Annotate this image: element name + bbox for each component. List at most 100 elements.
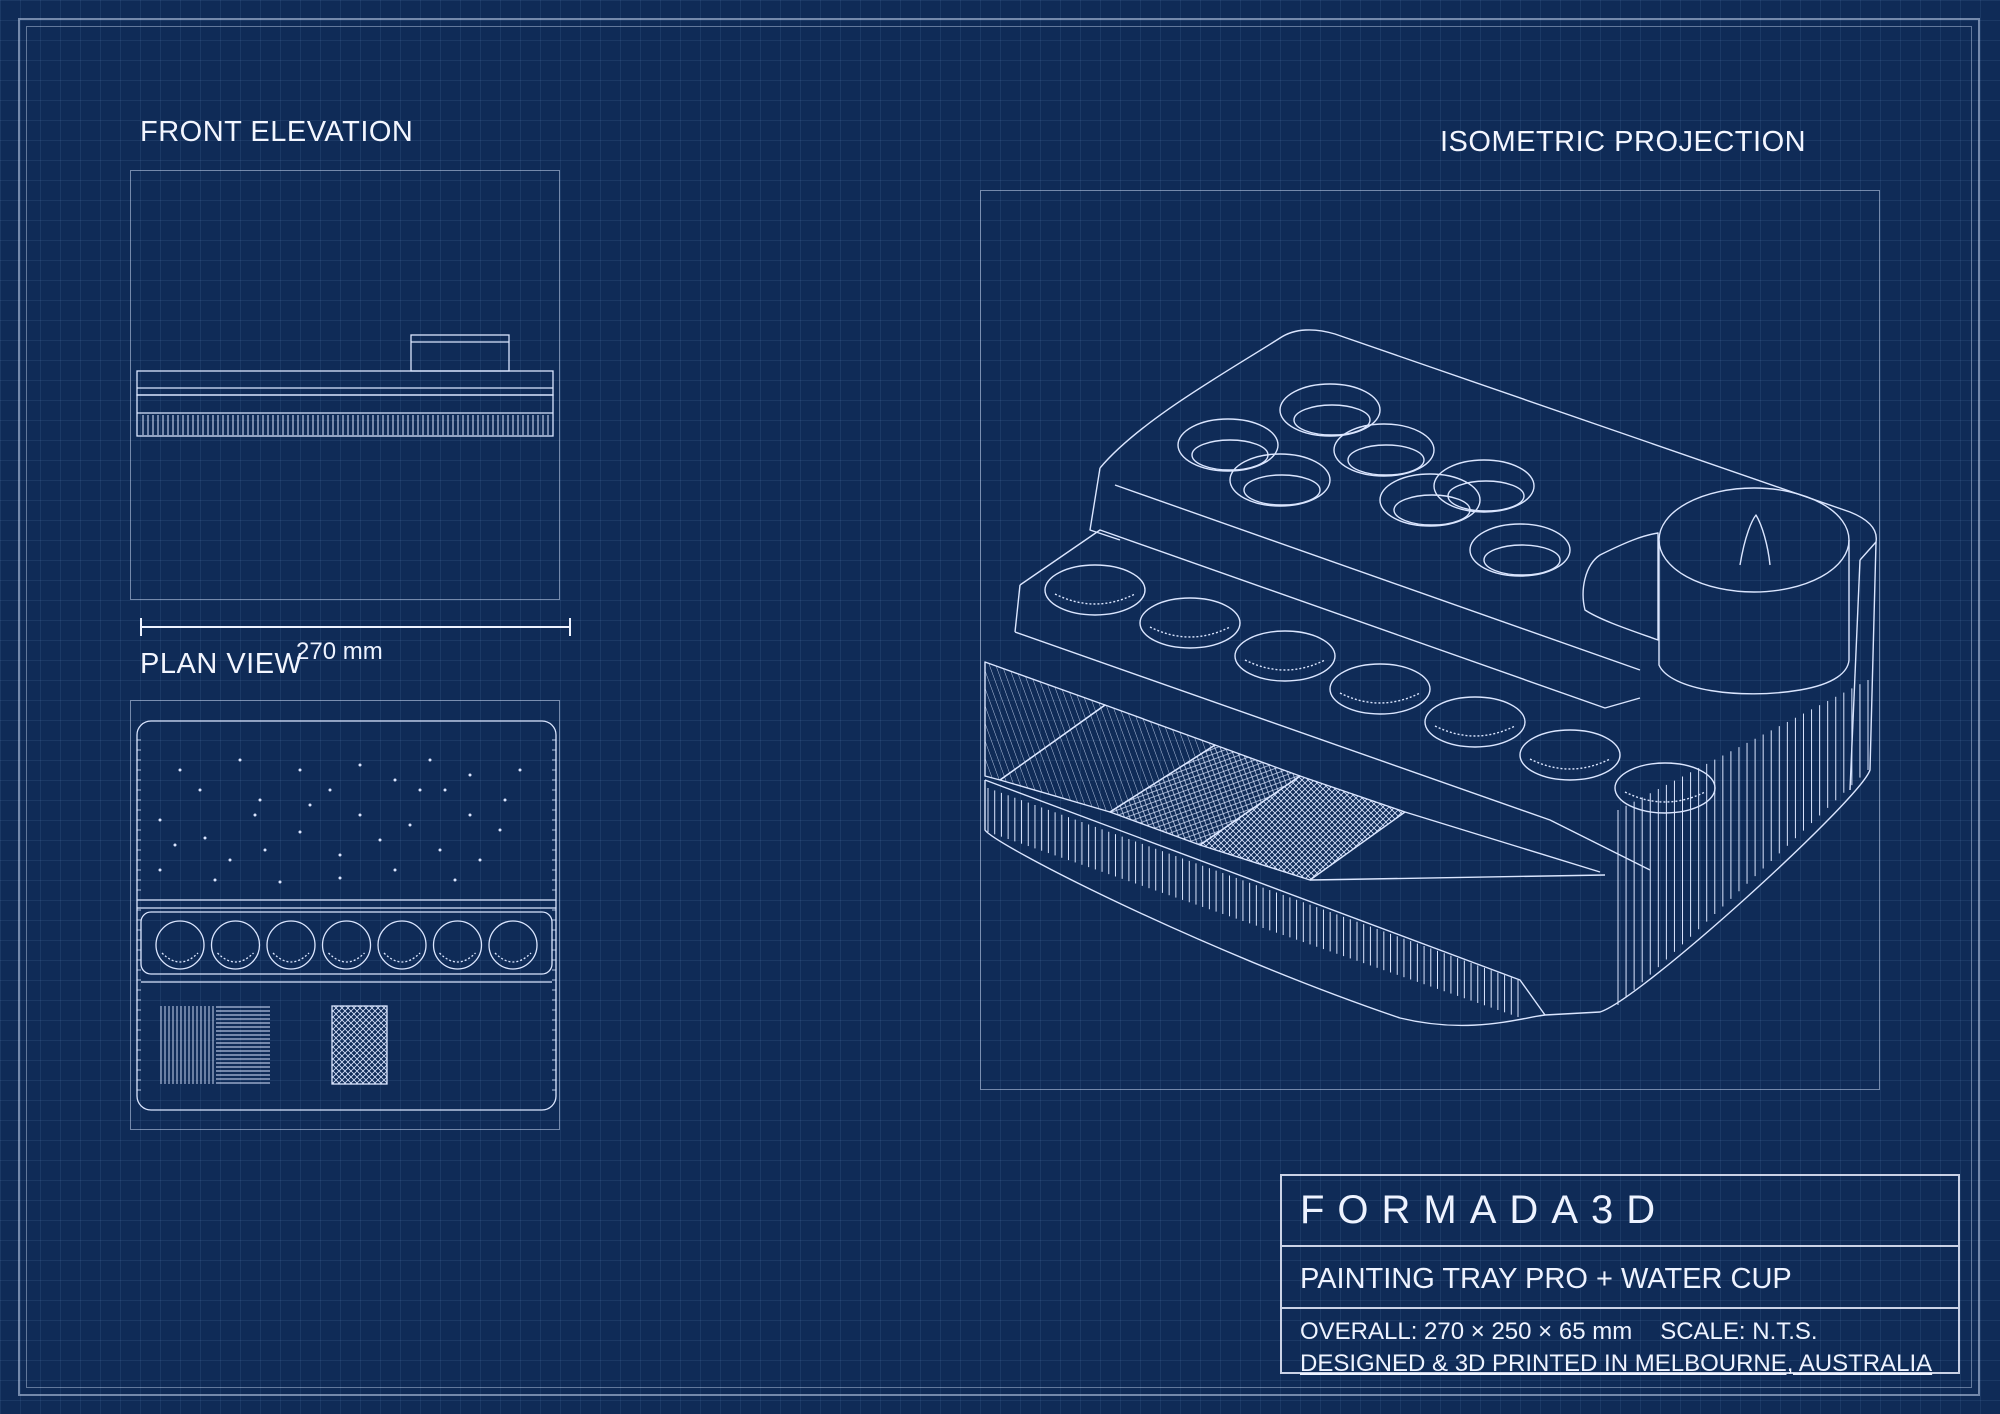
sheet-outer-border [18,18,1980,1396]
well-dot [453,878,457,882]
tray-right-wall [1544,541,1877,1016]
well-dot [203,836,207,840]
product-name: PAINTING TRAY PRO + WATER CUP [1300,1263,1792,1295]
paint-well [1433,459,1535,513]
front-wall-ribs [987,788,1519,1017]
well-dot [443,788,447,792]
tray-front-top [984,779,1546,1016]
palette-well [1139,597,1241,649]
palette-well [1329,663,1431,715]
overall-dimensions: OVERALL: 270 × 250 × 65 mm [1300,1318,1633,1345]
drawing-scale: SCALE: N.T.S. [1660,1318,1818,1345]
palette-well-shade [272,952,310,963]
well-dot [278,880,282,884]
isometric-drawing [984,329,1877,1027]
palette-well-shade [439,952,476,963]
width-dimension-line [140,618,571,636]
water-cup-profile [410,334,510,372]
width-dimension-label: 270 mm [296,638,383,665]
title-block: FORMADA3D PAINTING TRAY PRO + WATER CUP … [1280,1174,1960,1377]
well-dot [228,858,232,862]
well-dot [158,868,162,872]
well-dot [253,813,257,817]
upper-tier-top [1099,329,1877,561]
tray-base-profile [136,394,554,437]
paint-well-inner [1347,444,1425,476]
well-dot [338,876,342,880]
well-dot [393,868,397,872]
palette-well-shade [1149,626,1231,638]
well-dot [428,758,432,762]
brand-name: FORMADA3D [1300,1188,1669,1232]
palette-well-shade [1434,725,1516,737]
paint-well-inner [1483,544,1561,576]
paint-well-inner [1191,439,1269,471]
well-dot [298,768,302,772]
mesh-pad [331,1005,388,1085]
front-elevation-frame [130,170,560,600]
palette-well-shade [217,952,254,963]
front-elevation-drawing [136,334,554,437]
palette-well-shade [1054,593,1136,605]
paint-well [1469,523,1571,577]
palette-well [432,920,483,970]
palette-well-shade [1624,791,1706,803]
tray-outline-top [136,720,557,1111]
tray-edge-ticks [137,739,556,1091]
deck-front-edge [1014,631,1651,871]
palette-well-shade [494,952,532,963]
palette-well [1519,729,1621,781]
well-dot [213,878,217,882]
palette-well [1424,696,1526,748]
well-dot [408,823,412,827]
paint-well [1279,383,1381,437]
brush-comb-vertical [160,1006,214,1084]
palette-well [155,920,205,970]
well-dot [238,758,242,762]
well-dot [358,813,362,817]
paint-well [1177,418,1279,472]
tray-front-wall [984,780,1546,1027]
palette-well-shade [328,952,365,963]
well-dot [308,803,312,807]
well-dot [173,843,177,847]
brush-comb-horizontal [216,1006,270,1084]
front-elevation-title: FRONT ELEVATION [140,116,414,148]
well-dot [498,828,502,832]
well-dot [418,788,422,792]
paint-well [1379,473,1481,527]
plan-view-frame [130,700,560,1130]
well-dot [393,778,397,782]
well-dot [468,813,472,817]
deck-groove [1404,811,1601,873]
upper-tier-groove [1114,484,1641,671]
palette-well-shade [1244,659,1326,671]
paint-well-inner [1293,404,1371,436]
isometric-title: ISOMETRIC PROJECTION [1440,126,1807,158]
brush-texture-pads [984,661,1606,881]
palette-row-wells [1044,564,1716,814]
upper-tier-front [1089,467,1121,541]
plan-view-title: PLAN VIEW [140,648,303,680]
palette-well-shade [1339,692,1421,704]
palette-well [321,920,372,970]
palette-well [1614,762,1716,814]
upper-well-dots [158,758,522,884]
paint-well-inner [1393,494,1471,526]
lower-deck-top [1019,529,1641,709]
well-dot [328,788,332,792]
tray-ribs [142,415,549,435]
tray-upper-profile [136,370,554,396]
well-dot [518,768,522,772]
plan-view-drawing [136,720,557,1111]
paint-well [1229,453,1331,507]
well-dot [263,848,267,852]
well-dot [378,838,382,842]
palette-well [377,920,427,970]
well-dot [158,818,162,822]
well-dot [438,848,442,852]
title-block-brand-row: FORMADA3D [1282,1176,1958,1247]
palette-well [1044,564,1146,616]
isometric-frame [980,190,1880,1090]
